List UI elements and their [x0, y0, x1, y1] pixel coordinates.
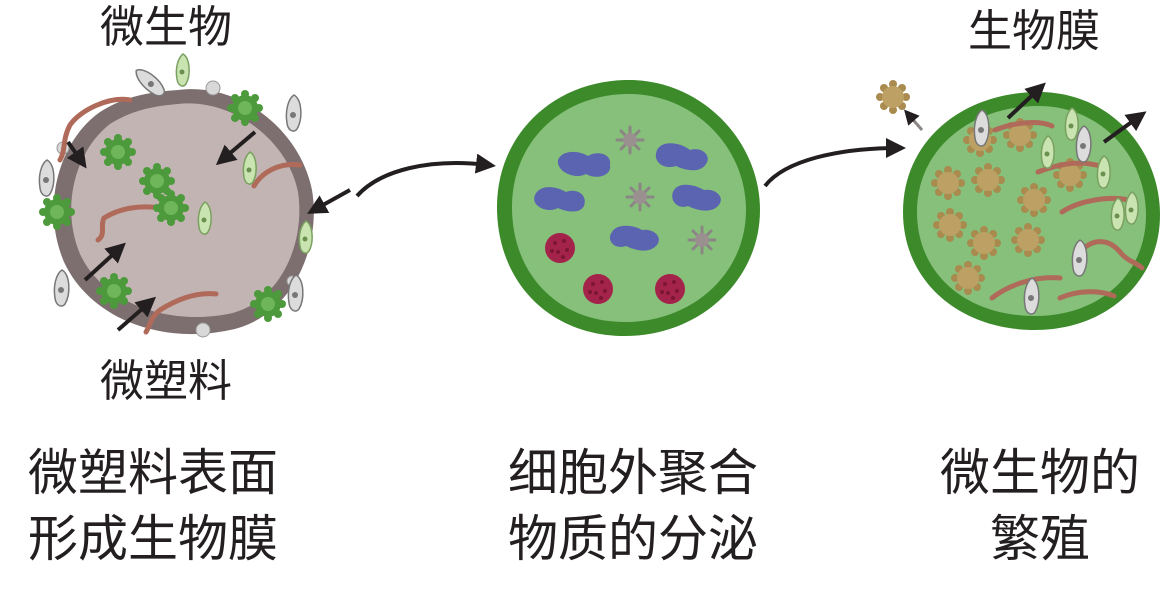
detach-arrow: [904, 109, 924, 131]
eps-particle: [496, 79, 760, 336]
process-arrow-2: [763, 138, 906, 188]
protist-icon: [53, 269, 70, 307]
green-microbe-icon: [153, 190, 189, 226]
grey-microbe-icon: [615, 125, 645, 155]
attachment-arrows: [66, 130, 351, 332]
microplastic-label: 微塑料: [100, 356, 232, 407]
protist-icon: [38, 159, 55, 197]
red-cell-icon: [655, 274, 685, 304]
caption-stage1-line1: 微塑料表面: [28, 444, 278, 502]
dispersal-arrows: [1006, 82, 1147, 144]
caption-stage2-line1: 细胞外聚合: [508, 444, 758, 502]
green-microbe-icon: [100, 134, 136, 170]
green-microbe-icon: [39, 194, 75, 230]
protist-icon: [175, 53, 190, 87]
microbe-label: 微生物: [100, 2, 232, 53]
green-microbe-icon: [96, 273, 132, 309]
caption-stage3: 微生物的 繁殖: [912, 440, 1168, 572]
caption-stage2-line2: 物质的分泌: [508, 510, 758, 568]
caption-stage3-line1: 微生物的: [940, 444, 1140, 502]
grey-microbe-icon: [625, 182, 655, 212]
caption-stage1: 微塑料表面 形成生物膜: [0, 440, 306, 572]
caption-stage1-line2: 形成生物膜: [28, 510, 278, 568]
caption-stage2: 细胞外聚合 物质的分泌: [478, 440, 788, 572]
protist-icon: [285, 94, 302, 132]
worm-group: [989, 120, 1145, 301]
worm-group: [57, 96, 303, 335]
red-cell-icon: [545, 233, 575, 263]
caption-stage3-line2: 繁殖: [990, 510, 1090, 568]
green-microbe-icon: [227, 90, 263, 126]
particle-icon: [195, 322, 211, 338]
green-microbe-icon: [250, 286, 286, 322]
eps-blob-group: [534, 143, 721, 251]
red-cell-icon: [583, 274, 613, 304]
grey-microbe-icon: [687, 225, 717, 255]
process-arrow-1: [355, 153, 496, 198]
detached-microbe-icon: [876, 80, 910, 114]
biofilm-label: 生物膜: [968, 6, 1100, 57]
particle-icon: [205, 80, 221, 96]
